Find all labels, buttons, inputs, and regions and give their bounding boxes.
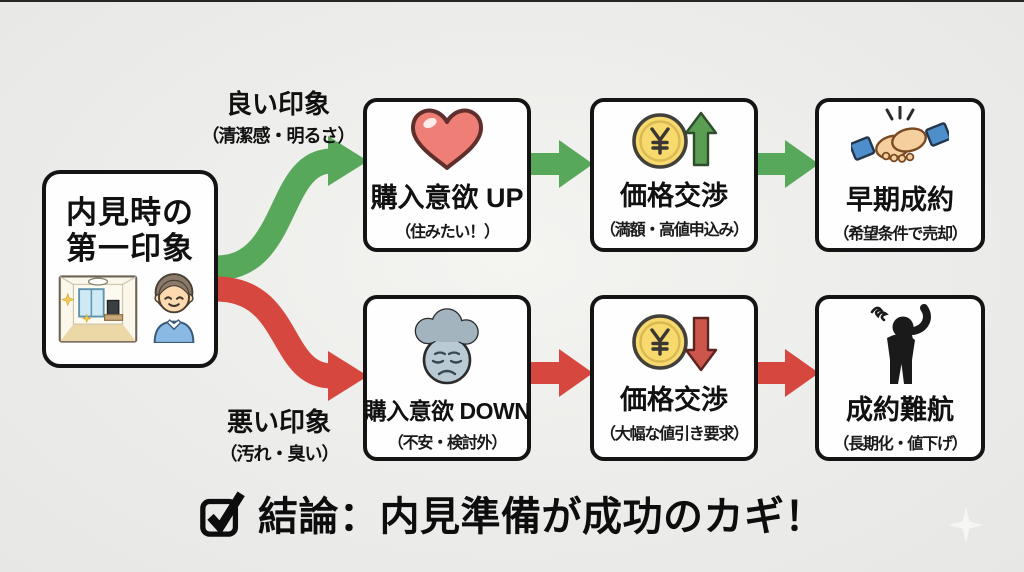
sad-cloud-face-icon xyxy=(406,304,488,390)
good-impression-label-group: 良い印象 （清潔感・明るさ） xyxy=(201,84,356,148)
box-early-contract: 早期成約 （希望条件で売却） xyxy=(815,98,985,252)
green-right-arrow-icon xyxy=(527,140,593,188)
bad-impression-label: 悪い印象 xyxy=(226,407,331,437)
distressed-person-icon xyxy=(863,302,937,386)
box-price-negotiation-up: 価格交渉 （満額・高値申込み） xyxy=(590,98,758,252)
good-impression-label: 良い印象 xyxy=(225,89,330,119)
good-impression-subtitle: （清潔感・明るさ） xyxy=(201,126,356,146)
bad-impression-label-group: 悪い印象 （汚れ・臭い） xyxy=(219,402,340,466)
conclusion-text: 結論：内見準備が成功のカギ！ xyxy=(258,495,825,539)
checkbox-checked-icon xyxy=(200,491,245,537)
good-branch-curve-arrow xyxy=(215,148,334,281)
box-contract-difficulty: 成約難航 （長期化・値下げ） xyxy=(815,295,985,461)
green-right-arrow-icon xyxy=(753,140,819,188)
red-right-arrow-icon xyxy=(527,349,593,397)
box-title: 購入意欲 DOWN xyxy=(363,397,531,424)
box-title: 早期成約 xyxy=(846,185,954,215)
source-title-line1: 内見時の xyxy=(66,194,194,230)
red-right-arrow-icon xyxy=(753,349,819,397)
box-subtitle: （大幅な値引き要求） xyxy=(599,426,749,443)
yen-coin-up-arrow-icon xyxy=(628,110,720,172)
heart-icon xyxy=(409,108,485,174)
sparkle-icon xyxy=(948,507,984,543)
source-box-first-impression: 内見時の 第一印象 xyxy=(42,170,218,368)
box-title: 価格交渉 xyxy=(620,385,728,415)
source-title-line2: 第一印象 xyxy=(66,230,194,266)
bad-branch-curve-arrow xyxy=(215,276,334,389)
yen-coin-down-arrow-icon xyxy=(628,312,720,376)
box-price-negotiation-down: 価格交渉 （大幅な値引き要求） xyxy=(590,295,758,461)
box-subtitle: （希望条件で売却） xyxy=(833,226,967,243)
top-edge-strip xyxy=(0,0,1024,2)
box-title: 価格交渉 xyxy=(620,181,728,211)
box-purchase-intent-down: 購入意欲 DOWN （不安・検討外） xyxy=(363,295,531,461)
box-subtitle: （満額・高値申込み） xyxy=(599,222,749,239)
conclusion-banner: 結論：内見準備が成功のカギ！ xyxy=(0,484,1024,542)
clean-room-icon xyxy=(58,275,137,344)
good-branch-arrowhead-icon xyxy=(328,136,368,186)
box-purchase-intent-up: 購入意欲 UP （住みたい！） xyxy=(363,98,531,252)
bad-branch-arrowhead-icon xyxy=(328,351,368,401)
box-title: 成約難航 xyxy=(846,395,954,425)
bad-impression-subtitle: （汚れ・臭い） xyxy=(219,444,340,464)
source-illustration xyxy=(56,271,205,344)
box-title: 購入意欲 UP xyxy=(370,183,524,213)
box-subtitle: （長期化・値下げ） xyxy=(833,436,967,453)
box-subtitle: （住みたい！） xyxy=(395,224,500,241)
happy-buyer-icon xyxy=(153,273,194,344)
box-subtitle: （不安・検討外） xyxy=(387,434,508,452)
handshake-icon xyxy=(851,106,949,176)
